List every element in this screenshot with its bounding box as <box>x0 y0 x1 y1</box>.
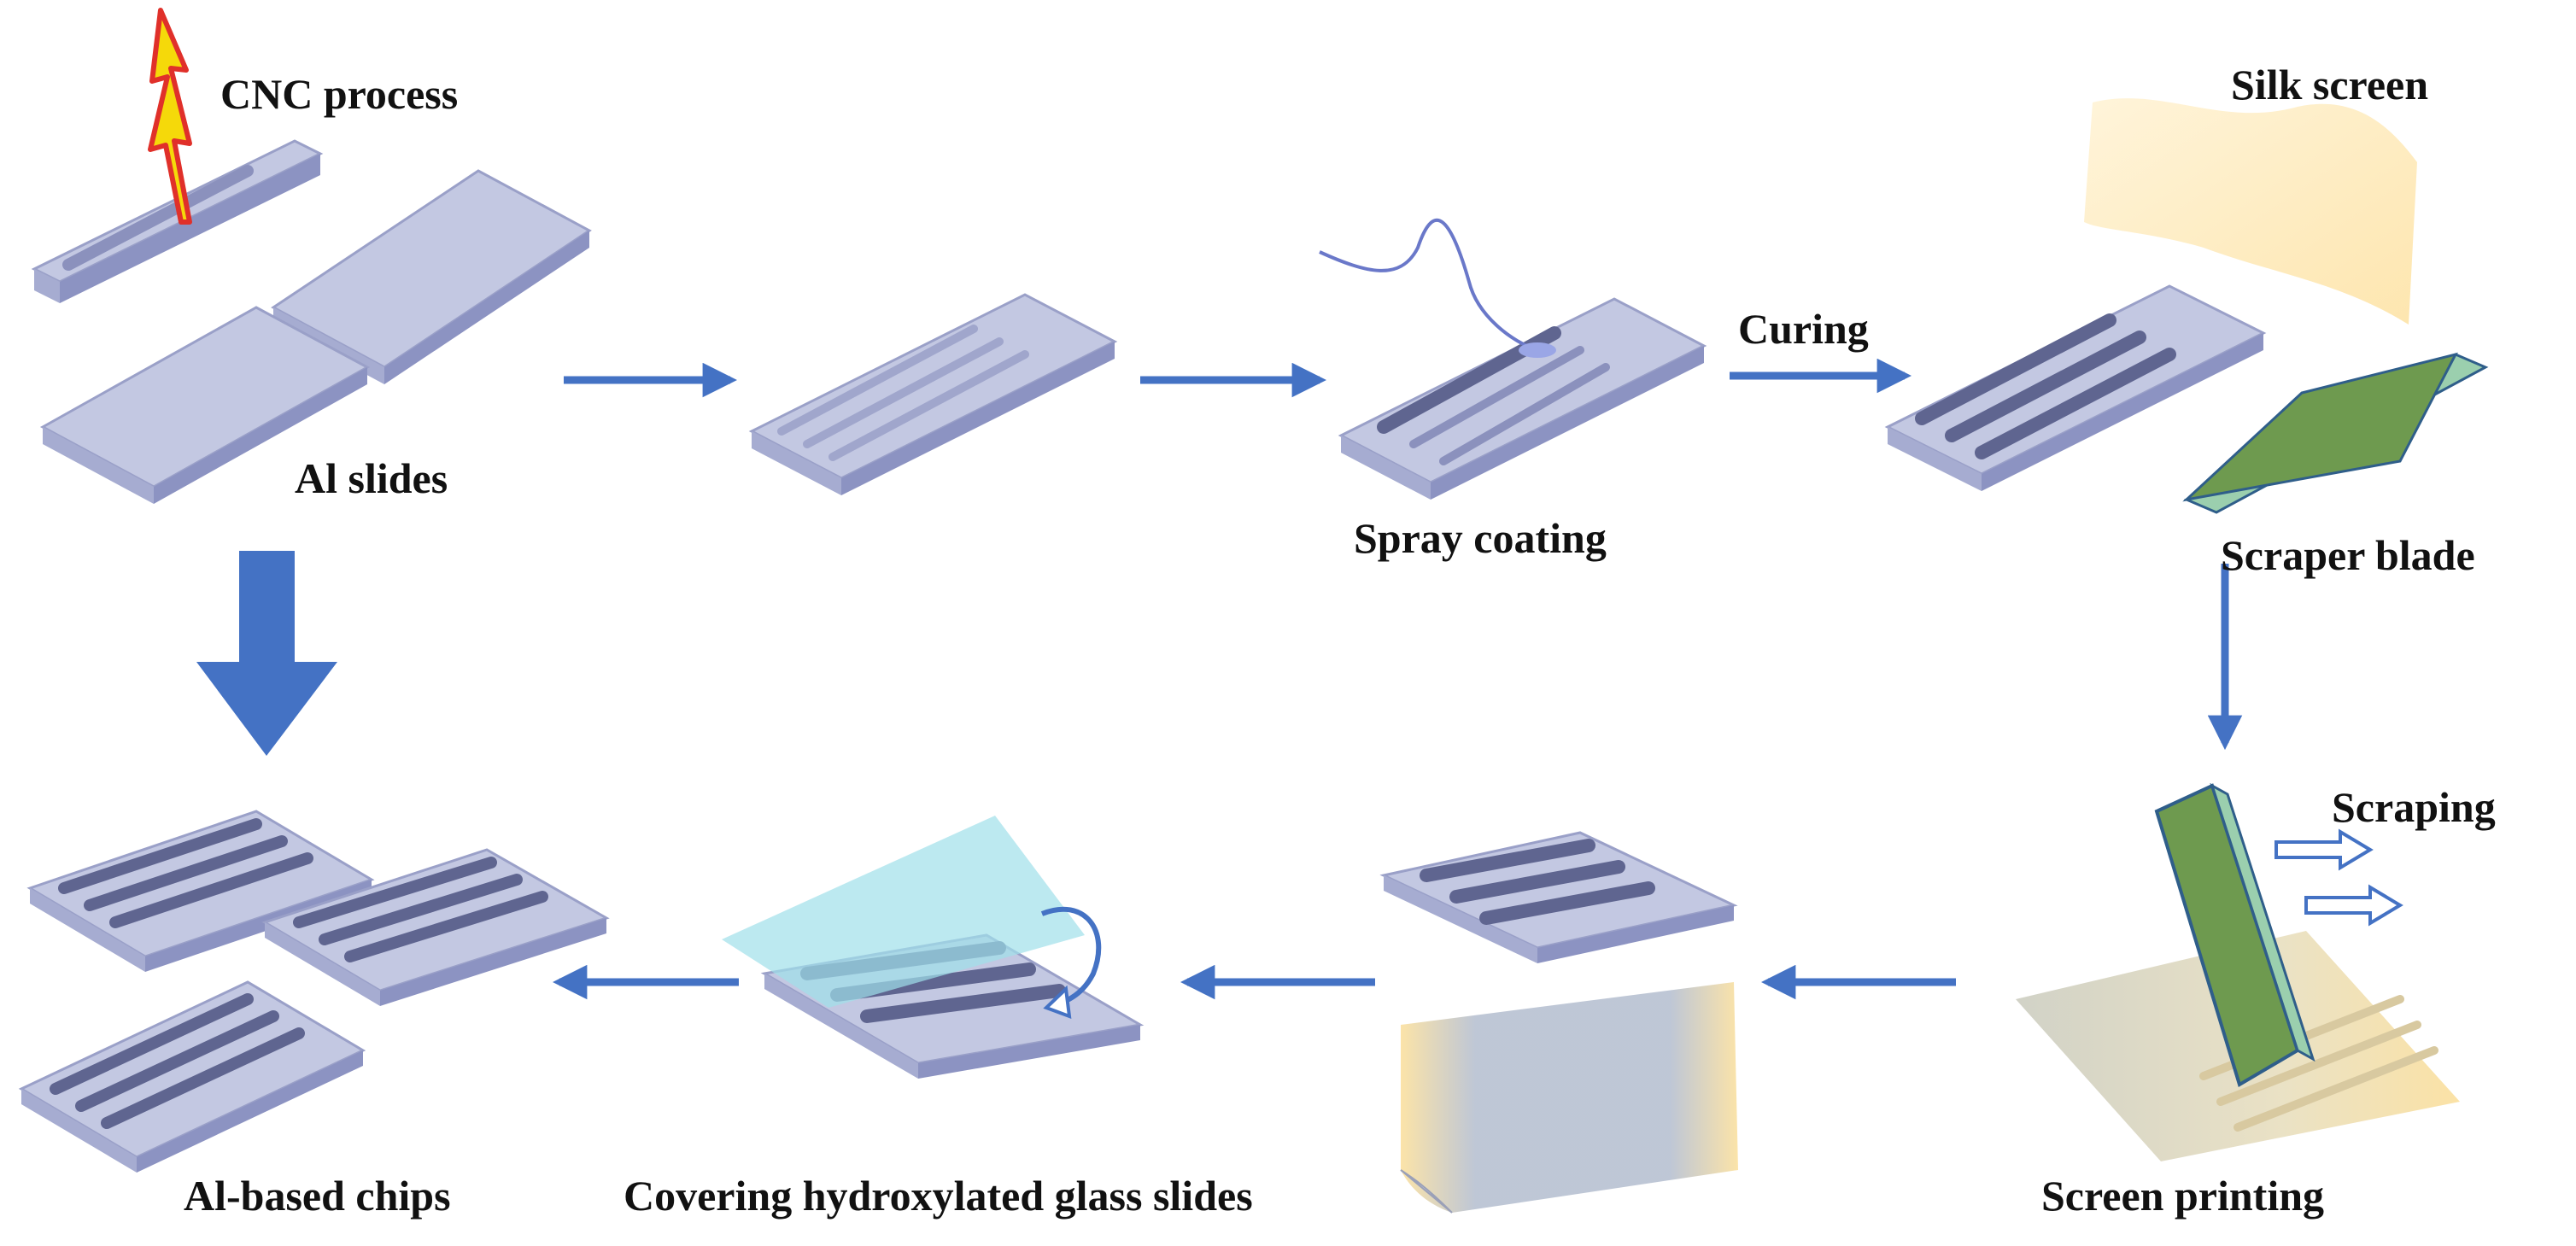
peeled-film <box>1401 982 1738 1213</box>
label-scraping: Scraping <box>2332 783 2496 831</box>
al-based-chip <box>18 980 366 1173</box>
covering-assembly <box>722 816 1145 1079</box>
label-al-slides: Al slides <box>295 454 448 502</box>
al-based-chip <box>26 810 375 972</box>
silk-screen-sheet <box>2084 98 2417 325</box>
curved-arrow-head-icon <box>1043 985 1072 1020</box>
outline-arrow-icon <box>2304 884 2403 927</box>
lightning-icon <box>148 8 192 225</box>
film-curl <box>1400 1169 1453 1214</box>
label-curing: Curing <box>1738 305 1869 353</box>
screen-printing-assembly <box>2016 782 2460 1161</box>
label-al-based-chips: Al-based chips <box>184 1172 451 1220</box>
big-down-arrow-icon <box>196 551 337 756</box>
curved-arrow-icon <box>1040 906 1102 1006</box>
label-screen-printing: Screen printing <box>2041 1172 2325 1220</box>
label-spray-coating: Spray coating <box>1354 514 1607 562</box>
al-based-chip <box>261 848 610 1006</box>
scraper-blade <box>2182 352 2489 514</box>
spray-slide <box>1319 218 1707 500</box>
label-cnc-process: CNC process <box>220 70 459 118</box>
al-slide-bottom <box>39 306 371 504</box>
label-scraper-blade: Scraper blade <box>2221 531 2475 579</box>
printed-chip <box>1379 831 1738 963</box>
label-covering-glass: Covering hydroxylated glass slides <box>624 1172 1253 1220</box>
glass-slide <box>722 816 1085 1008</box>
label-silk-screen: Silk screen <box>2231 61 2429 108</box>
cured-slide <box>1884 284 2267 491</box>
outline-arrow-icon <box>2274 828 2374 871</box>
engraved-slide <box>748 293 1118 495</box>
